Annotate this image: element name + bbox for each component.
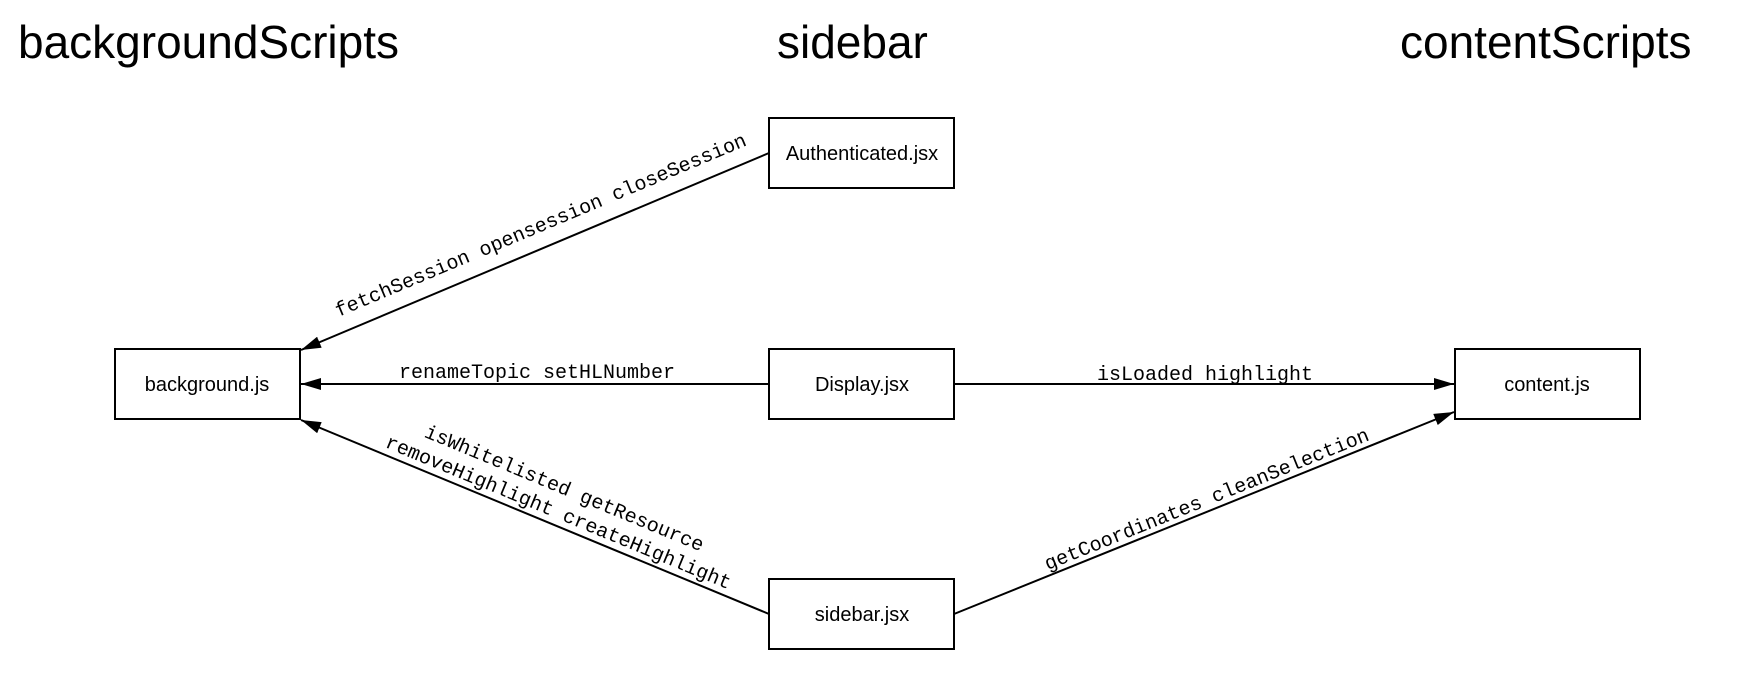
node-label-content-js: content.js	[1504, 374, 1590, 396]
edge-label-authenticated-to-background: fetchSession opensession closeSession	[332, 130, 750, 323]
node-label-sidebar-jsx: sidebar.jsx	[815, 604, 910, 626]
node-content-js: content.js	[1454, 348, 1641, 420]
node-display-jsx: Display.jsx	[768, 348, 955, 420]
edge-sidebar-to-background	[300, 419, 770, 615]
column-title-background-scripts: backgroundScripts	[18, 16, 399, 68]
node-label-display-jsx: Display.jsx	[815, 374, 909, 396]
node-background-js: background.js	[114, 348, 301, 420]
edge-label-sidebar-to-background-line1: isWhitelisted getResource	[421, 422, 707, 558]
edge-label-display-to-content: isLoaded highlight	[1097, 364, 1313, 387]
node-label-background-js: background.js	[145, 374, 270, 396]
edge-label-display-to-background: renameTopic setHLNumber	[399, 362, 675, 385]
edge-sidebar-to-content	[953, 411, 1455, 615]
node-sidebar-jsx: sidebar.jsx	[768, 578, 955, 650]
column-title-content-scripts: contentScripts	[1400, 16, 1691, 68]
node-authenticated-jsx: Authenticated.jsx	[768, 117, 955, 189]
edge-label-sidebar-to-background-line2: removeHighlight createHighlight	[381, 432, 734, 596]
column-title-sidebar: sidebar	[777, 16, 928, 68]
edge-authenticated-to-background	[300, 152, 770, 351]
edge-label-sidebar-to-content: getCoordinates cleanSelection	[1042, 425, 1373, 577]
node-label-authenticated-jsx: Authenticated.jsx	[786, 143, 938, 165]
